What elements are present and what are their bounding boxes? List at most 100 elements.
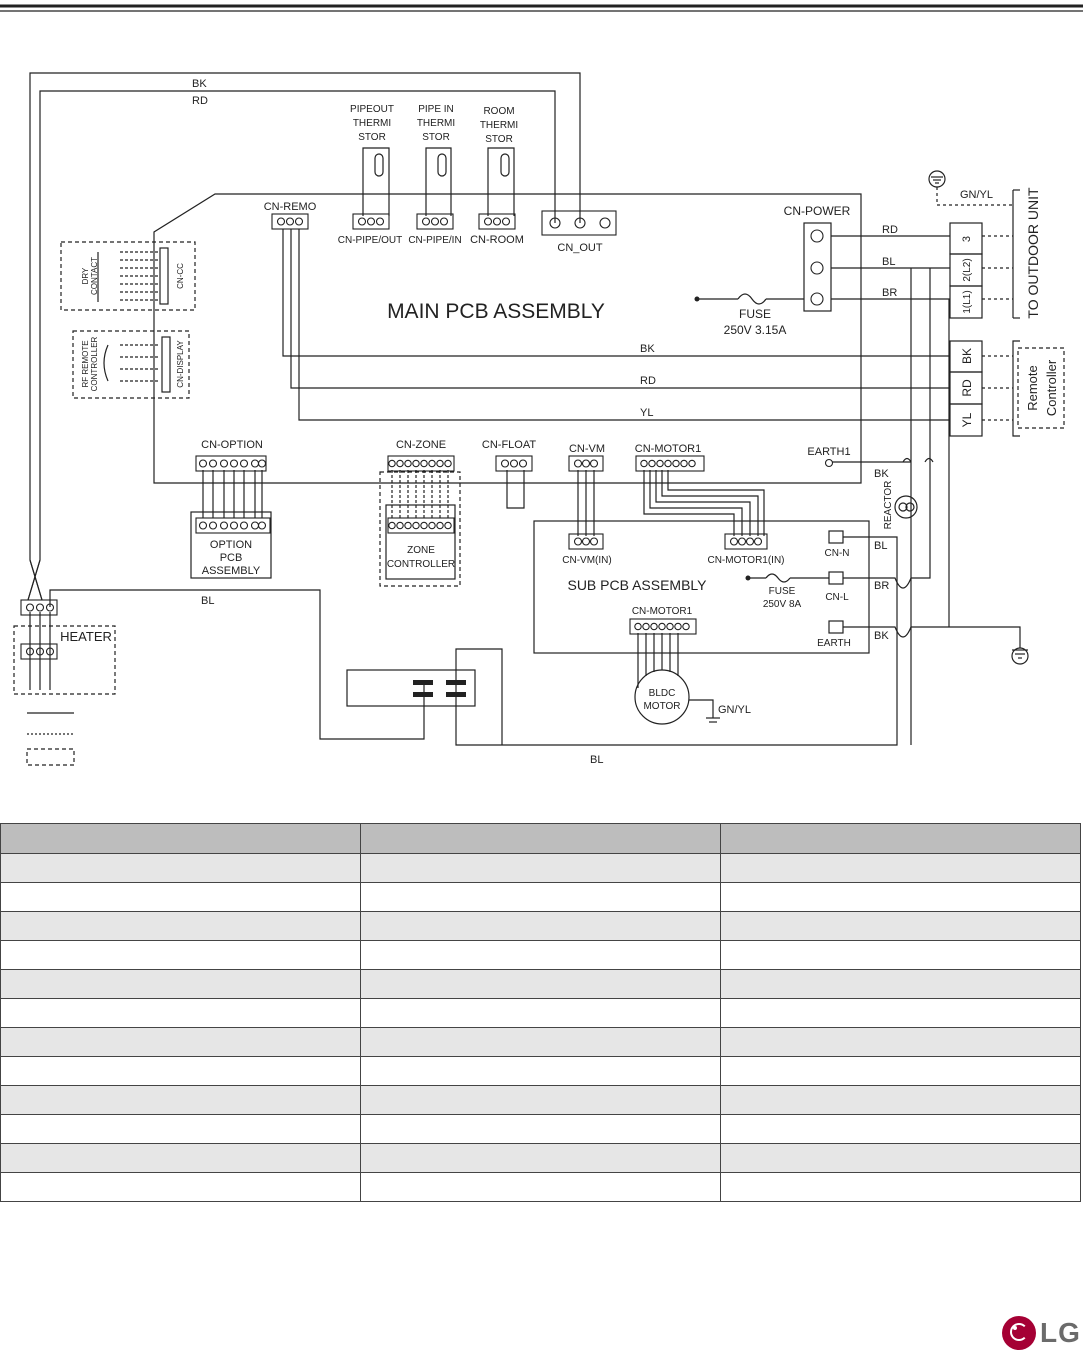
table-cell	[360, 1027, 721, 1057]
rf-remote-line2: CONTROLLER	[90, 336, 99, 391]
table-cell	[360, 911, 721, 941]
table-cell	[360, 969, 721, 999]
thermistor-pipein-line1: PIPE IN	[418, 104, 454, 115]
table-cell	[0, 1114, 361, 1144]
label-cn-remo: CN-REMO	[264, 201, 317, 213]
thermistor-pipein-line3: STOR	[422, 132, 450, 143]
thermistor-pipein-line2: THERMI	[417, 118, 455, 129]
fuse-main-rating: 250V 3.15A	[724, 323, 787, 337]
terminal-bk: BK	[960, 348, 974, 364]
table-cell	[720, 940, 1081, 970]
table-header-cell	[0, 823, 361, 854]
label-cn-float: CN-FLOAT	[482, 439, 536, 451]
label-bottom-bl: BL	[590, 754, 603, 766]
table-row	[0, 1056, 1081, 1086]
wire-remo-rd	[290, 229, 950, 389]
rf-remote-line1: RF REMOTE	[81, 340, 90, 387]
fuse-main-label: FUSE	[739, 307, 771, 321]
table-row	[0, 940, 1081, 970]
table-cell	[720, 1027, 1081, 1057]
table-cell	[0, 1143, 361, 1173]
wire-top-bk	[29, 72, 581, 601]
heater-label: HEATER	[60, 629, 112, 644]
thermistor-room-line2: THERMI	[480, 120, 518, 131]
label-top-bk: BK	[192, 78, 207, 90]
table-cell	[360, 882, 721, 912]
label-cn-pipe-out: CN-PIPE/OUT	[338, 235, 402, 246]
table-row	[0, 911, 1081, 941]
table-cell	[0, 998, 361, 1028]
dry-contact-line2: CONTACT	[90, 257, 99, 295]
table-row	[0, 1085, 1081, 1115]
table-row	[0, 1027, 1081, 1057]
label-cn-motor1-in: CN-MOTOR1(IN)	[707, 555, 784, 566]
label-cn-motor1: CN-MOTOR1	[635, 443, 701, 455]
heater-box	[13, 625, 116, 695]
table-cell	[360, 940, 721, 970]
table-cell	[360, 853, 721, 883]
wire-remo-yl	[298, 229, 950, 421]
label-sub-bl: BL	[874, 540, 887, 552]
cn-power-block	[803, 222, 832, 312]
dry-contact-line1: DRY	[81, 267, 90, 284]
label-reactor-bk: BK	[874, 468, 889, 480]
table-cell	[720, 998, 1081, 1028]
table-cell	[360, 998, 721, 1028]
label-earth1: EARTH1	[807, 446, 850, 458]
label-cn-vm: CN-VM	[569, 443, 605, 455]
brand-logo: LG	[1002, 1316, 1082, 1350]
thermistor-pipeout-line2: THERMI	[353, 118, 391, 129]
label-cn-cc: CN-CC	[176, 263, 185, 289]
lg-logo-icon	[1002, 1316, 1036, 1350]
table-cell	[720, 1172, 1081, 1202]
table-cell	[360, 1143, 721, 1173]
table-cell	[0, 1056, 361, 1086]
table-row	[0, 1143, 1081, 1173]
header-rule	[0, 4, 1083, 12]
terminal-l1: 1(L1)	[962, 290, 973, 313]
label-cn-option: CN-OPTION	[201, 439, 263, 451]
label-remo-yl: YL	[640, 407, 653, 419]
label-cn-l: CN-L	[825, 592, 849, 603]
brand-wordmark: LG	[1040, 1317, 1081, 1348]
sub-pcb-title: SUB PCB ASSEMBLY	[567, 577, 707, 593]
main-pcb-title: MAIN PCB ASSEMBLY	[387, 300, 605, 323]
remote-controller-line2: Controller	[1044, 359, 1059, 416]
zone-controller-line2: CONTROLLER	[387, 559, 455, 570]
label-power-rd: RD	[882, 224, 898, 236]
table-row	[0, 1114, 1081, 1144]
table-cell	[720, 969, 1081, 999]
fuse-sub-rating: 250V 8A	[763, 599, 802, 610]
table-cell	[720, 1143, 1081, 1173]
label-motor-gn: GN/YL	[718, 704, 751, 716]
option-pcb-line2: PCB	[220, 552, 243, 564]
table-cell	[0, 1172, 361, 1202]
option-pcb-line1: OPTION	[210, 539, 252, 551]
sub-pcb-board	[533, 520, 870, 654]
table-cell	[0, 1027, 361, 1057]
table-cell	[720, 1085, 1081, 1115]
remote-controller-line1: Remote	[1025, 365, 1040, 411]
table-cell	[720, 911, 1081, 941]
label-cn-power: CN-POWER	[784, 204, 851, 218]
label-sub-br: BR	[874, 580, 889, 592]
table-cell	[720, 853, 1081, 883]
thermistor-pipeout-line1: PIPEOUT	[350, 104, 394, 115]
label-sub-cn-motor1: CN-MOTOR1	[632, 606, 693, 617]
label-gnd-yl: GN/YL	[960, 189, 993, 201]
terminal-3: 3	[961, 236, 973, 242]
table-row	[0, 998, 1081, 1028]
table-cell	[720, 882, 1081, 912]
capacitor-box	[346, 669, 476, 707]
label-earth: EARTH	[817, 638, 851, 649]
label-remo-rd: RD	[640, 375, 656, 387]
table-cell	[360, 1056, 721, 1086]
label-cn-display: CN-DISPLAY	[176, 340, 185, 388]
label-heater-bl: BL	[201, 595, 214, 607]
label-cn-room: CN-ROOM	[470, 234, 524, 246]
table-cell	[0, 882, 361, 912]
table-cell	[0, 940, 361, 970]
table-cell	[0, 969, 361, 999]
table-header-row	[0, 823, 1081, 854]
label-power-bl: BL	[882, 256, 895, 268]
